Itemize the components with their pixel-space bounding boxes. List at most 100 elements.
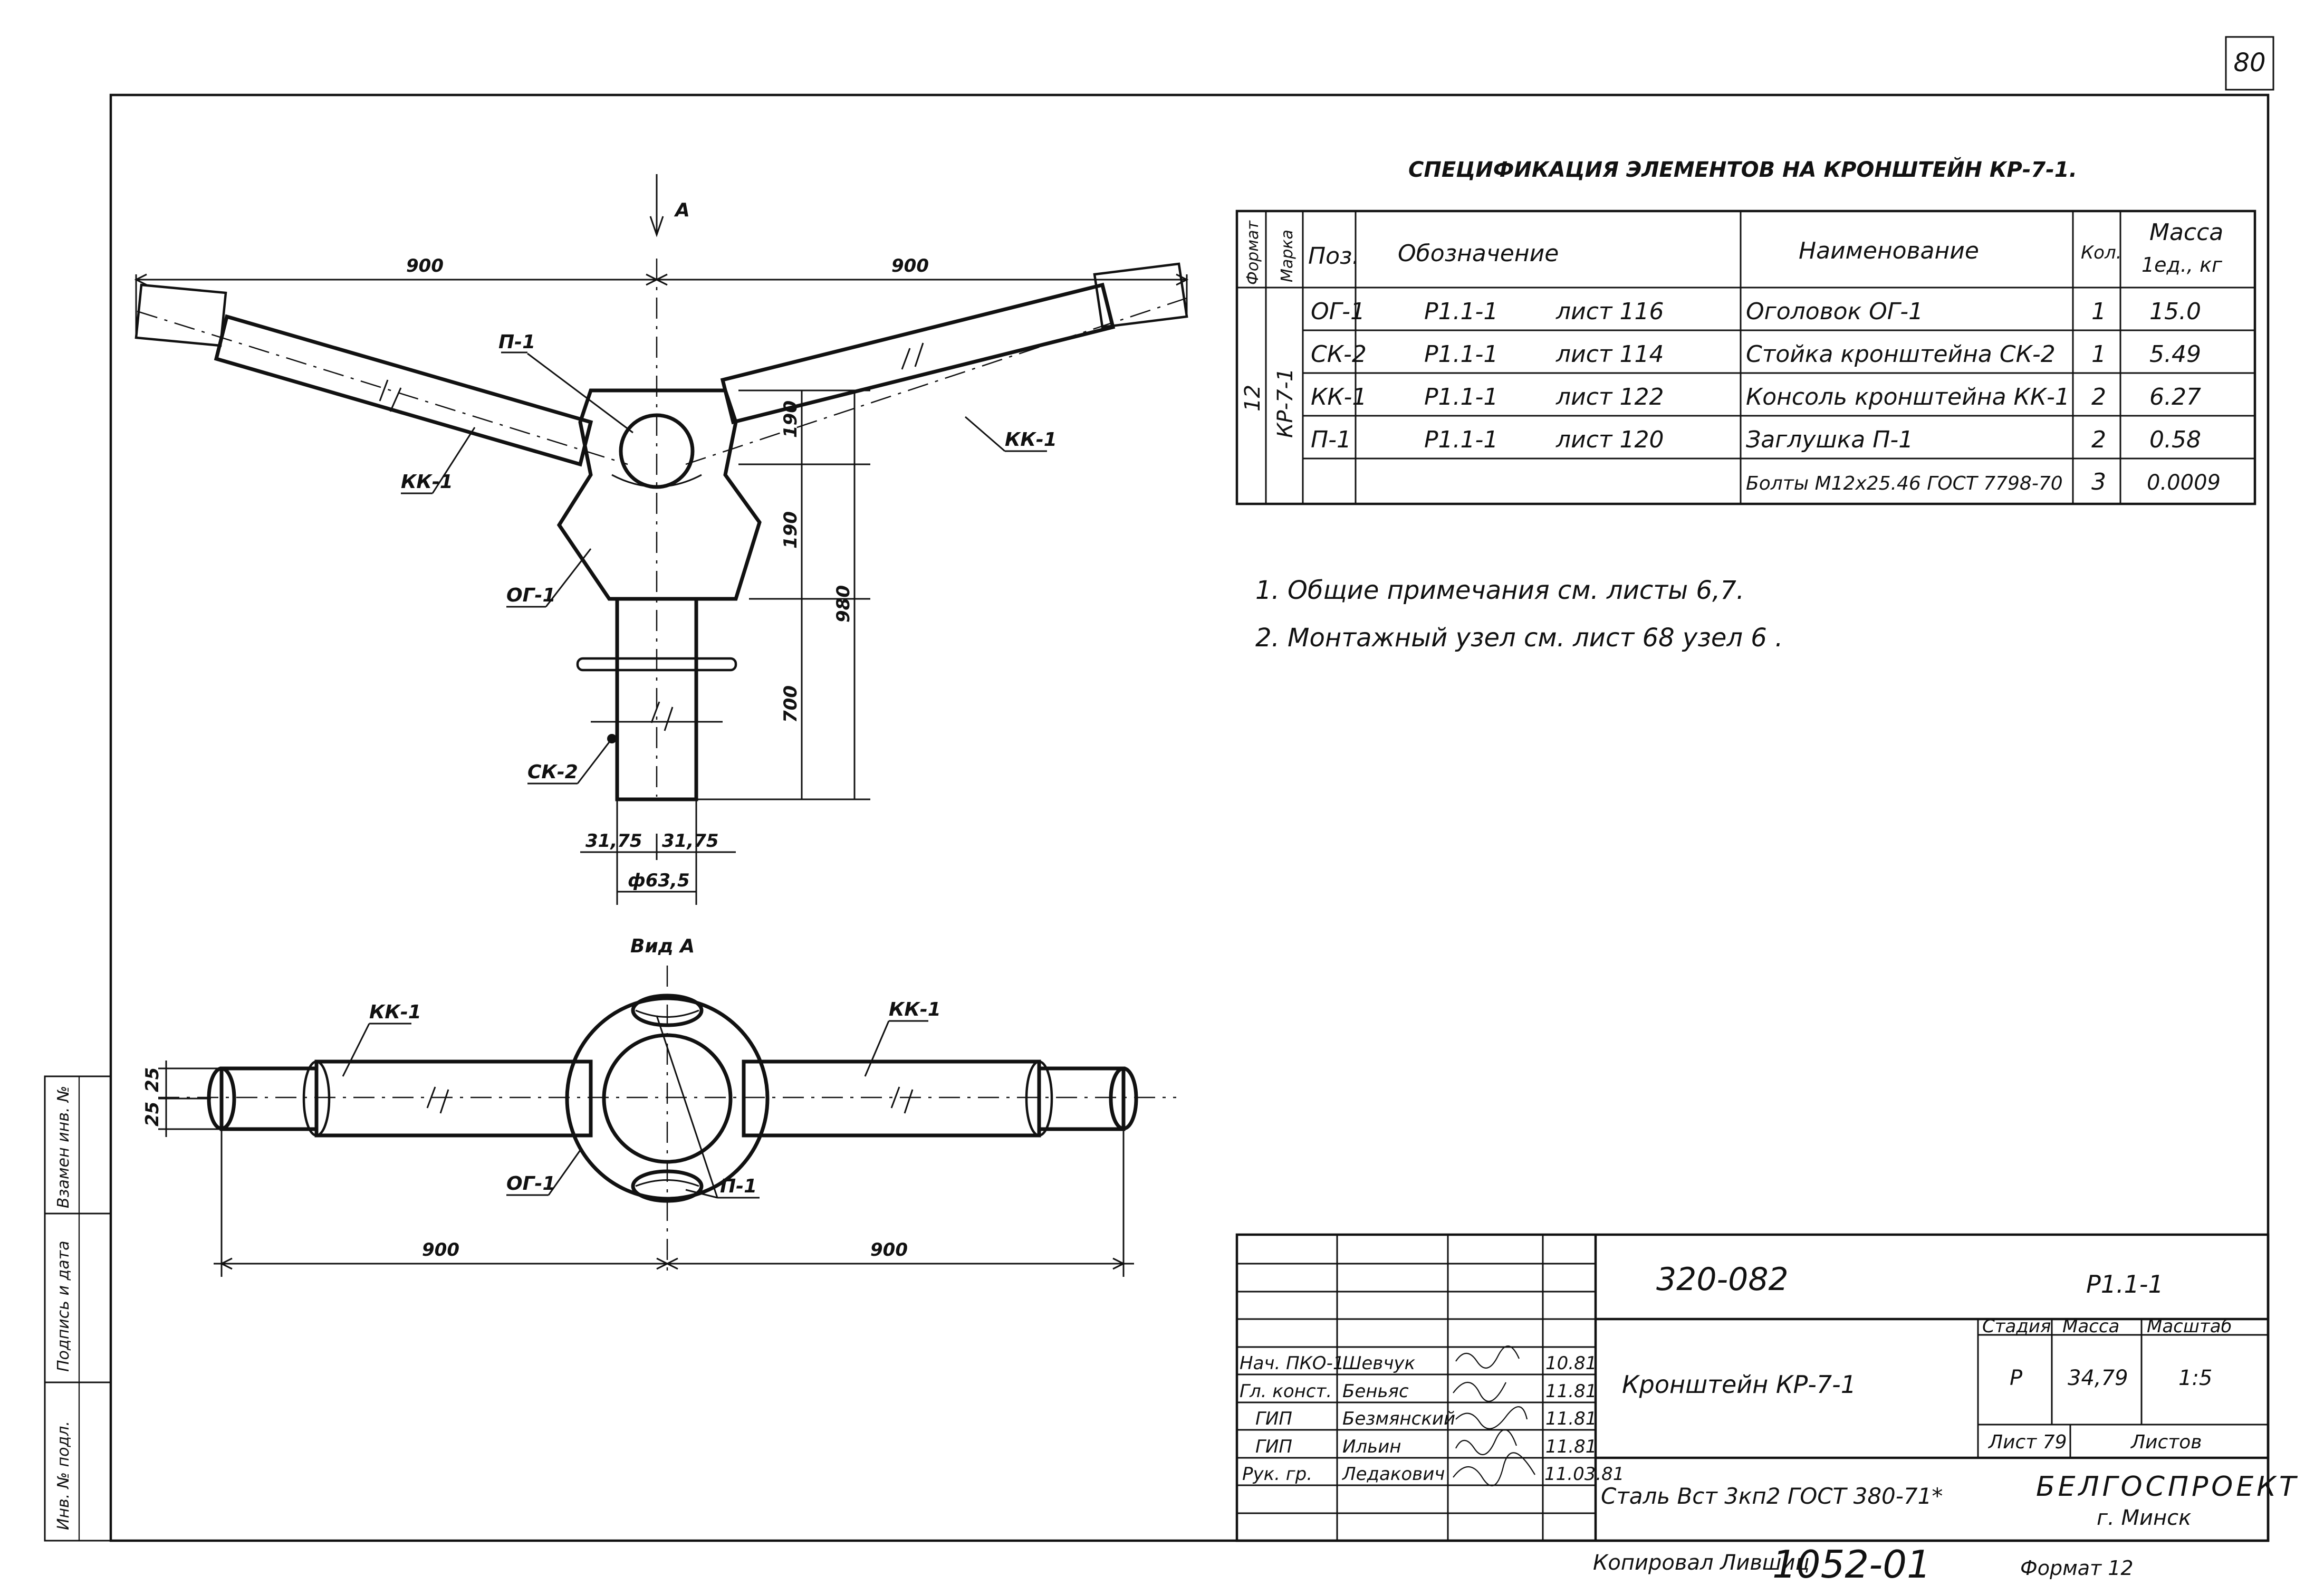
hdr-format: Формат [1244,220,1262,285]
cell-pos: СК-2 [1311,341,1367,368]
person-role: Гл. конст. [1240,1381,1332,1402]
sheet-frame: 80 [109,36,2274,1542]
cell-qty: 1 [2091,298,2106,325]
person-name: Ледакович [1341,1464,1445,1485]
stamp-person-row: Гл. конст. Беньяс 11.81 [1240,1381,1597,1402]
title-block: 320-082 Р1.1-1 Кронштейн КР-7-1 Сталь Вс… [1235,1233,2296,1542]
hdr-mass-unit: 1ед., кг [2141,253,2223,276]
label-kk1-left: КК-1 [401,471,453,493]
note: 2. Монтажный узел см. лист 68 узел 6 . [1255,623,1783,653]
footer: Копировал Лившиц 1052-01 Формат 12 [1593,1542,2134,1587]
person-date: 11.81 [1545,1408,1597,1429]
dim-right-span: 900 [891,255,929,276]
stamp-person-row: ГИП Безмянский 11.81 [1255,1408,1597,1429]
person-date: 11.81 [1545,1381,1597,1402]
view-a-label-og1: ОГ-1 [506,1173,556,1195]
dim-view-a-left-span: 900 [422,1239,459,1260]
stamp-stage-header: Стадия [1982,1316,2051,1337]
cell-mass: 0.0009 [2147,471,2221,495]
stamp-sheet: Лист 79 [1987,1431,2067,1453]
spec-title: СПЕЦИФИКАЦИЯ ЭЛЕМЕНТОВ НА КРОНШТЕЙН КР-7… [1408,157,2077,182]
cell-name: Оголовок ОГ-1 [1746,298,1923,325]
person-date: 10.81 [1545,1353,1597,1374]
label-p1: П-1 [498,331,535,353]
view-a-title: Вид А [630,935,695,957]
cell-doc: Р1.1-1 [1424,298,1498,325]
page-number: 80 [2233,48,2265,78]
cell-sheet: лист 116 [1555,298,1664,325]
stamp-city: г. Минск [2097,1506,2191,1530]
stamp-mass: 34,79 [2068,1366,2128,1390]
label-kk1-right: КК-1 [1005,429,1057,451]
label-ck2: СК-2 [527,761,578,783]
dim-h25-top: 25 [142,1067,163,1092]
spec-row: Болты М12х25.46 ГОСТ 7798-70 3 0.0009 [1746,469,2221,495]
cell-doc: Р1.1-1 [1424,341,1498,368]
stamp-material: Сталь Вст 3кп2 ГОСТ 380-71* [1601,1483,1943,1509]
hdr-designation: Обозначение [1398,240,1559,267]
hdr-name: Наименование [1799,237,1979,264]
dim-w-right: 31,75 [662,830,719,852]
view-a-label-kk1-right: КК-1 [889,999,941,1020]
doc-number: 1052-01 [1772,1542,1931,1587]
dim-w-left: 31,75 [585,830,642,852]
person-name: Безмянский [1342,1408,1455,1429]
side-strip-cell: Подпись и дата [54,1241,73,1372]
spec-row: ОГ-1 Р1.1-1 лист 116 Оголовок ОГ-1 1 15.… [1311,298,2201,325]
signature-scribble [1453,1345,1535,1487]
label-og1: ОГ-1 [506,585,556,606]
cell-doc: Р1.1-1 [1424,384,1498,410]
stamp-person-row: ГИП Ильин 11.81 [1255,1436,1597,1457]
cell-pos: КК-1 [1311,384,1367,410]
person-role: Нач. ПКО-1 [1240,1353,1344,1374]
copied-by: Копировал Лившиц [1593,1551,1810,1575]
cell-mass: 5.49 [2149,341,2201,368]
person-name: Ильин [1342,1436,1401,1457]
view-a-label-p1: П-1 [720,1176,757,1197]
cell-name: Заглушка П-1 [1746,426,1913,453]
cell-qty: 3 [2091,469,2106,495]
view-a: Вид А КК-1 КК-1 ОГ-1 [142,935,1176,1277]
cell-sheet: лист 120 [1555,426,1664,453]
person-name: Беньяс [1342,1381,1409,1402]
stamp-series: Р1.1-1 [2086,1270,2164,1298]
stamp-mass-header: Масса [2062,1316,2119,1337]
hdr-mass: Масса [2149,219,2223,246]
cell-mass: 6.27 [2149,384,2201,410]
cell-pos: П-1 [1311,426,1351,453]
person-role: ГИП [1255,1436,1292,1457]
dim-view-a-right-span: 900 [870,1239,908,1260]
dim-980: 980 [833,585,854,623]
cell-qty: 2 [2091,384,2106,410]
side-strip: Взамен инв. № Подпись и дата Инв. № подл… [44,1075,112,1542]
cell-name: Стойка кронштейна СК-2 [1746,341,2056,368]
dim-left-span: 900 [406,255,444,276]
stamp-code: 320-082 [1656,1261,1789,1298]
person-date: 11.81 [1545,1436,1597,1457]
side-strip-cell: Взамен инв. № [54,1086,73,1208]
dim-190-top: 190 [780,400,801,438]
person-name: Шевчук [1342,1353,1416,1374]
person-role: Рук. гр. [1242,1464,1312,1485]
dim-700: 700 [780,685,801,723]
cell-sheet: лист 122 [1555,384,1664,410]
mark-value: КР-7-1 [1273,368,1298,438]
stamp-sheets: Листов [2130,1431,2202,1453]
note: 1. Общие примечания см. листы 6,7. [1255,576,1744,605]
format-value: 12 [1241,385,1265,412]
notes: 1. Общие примечания см. листы 6,7. 2. Мо… [1255,576,1783,653]
spec-table: СПЕЦИФИКАЦИЯ ЭЛЕМЕНТОВ НА КРОНШТЕЙН КР-7… [1235,157,2256,505]
stamp-title: Кронштейн КР-7-1 [1622,1370,1856,1399]
cell-name: Болты М12х25.46 ГОСТ 7798-70 [1746,473,2063,494]
cell-mass: 0.58 [2149,426,2201,453]
front-view: А П-1 КК-1 КК-1 ОГ-1 [134,174,1189,905]
hdr-mark: Марка [1278,230,1297,282]
cell-qty: 2 [2091,426,2106,453]
section-a-label: А [674,199,690,221]
cell-mass: 15.0 [2149,298,2201,325]
dim-dia: ф63,5 [628,870,690,891]
dim-190: 190 [780,511,801,549]
side-strip-cell: Инв. № подл. [54,1421,73,1530]
spec-row: СК-2 Р1.1-1 лист 114 Стойка кронштейна С… [1311,341,2201,368]
stamp-person-row: Рук. гр. Ледакович 11.03.81 [1242,1464,1624,1485]
